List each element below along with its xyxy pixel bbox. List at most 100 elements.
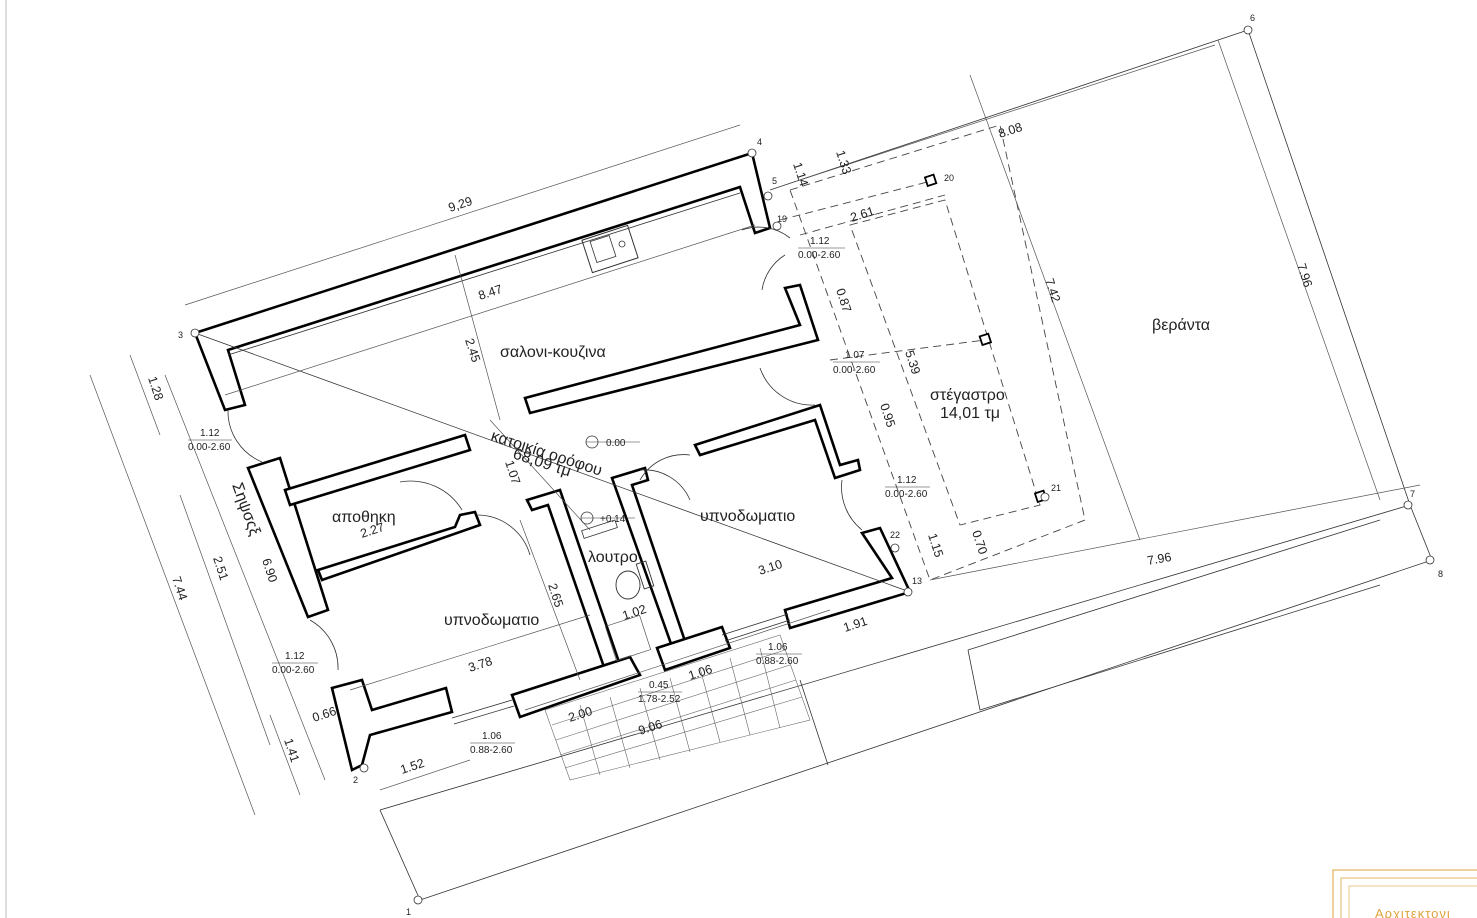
svg-text:22: 22 — [890, 530, 900, 540]
door-swings — [227, 226, 863, 671]
opening-label: 0.45 1.78-2.52 — [638, 680, 682, 705]
opening-label: 1.06 0.88-2.60 — [470, 731, 515, 756]
dim-shelter-top: 2.61 — [849, 204, 877, 225]
room-bedroom-right-label: υπνοδωματιο — [700, 508, 795, 525]
veranda-outline — [379, 29, 1433, 901]
svg-text:13: 13 — [912, 576, 922, 586]
svg-text:3: 3 — [178, 330, 183, 340]
level-bath: +0.14 — [600, 514, 626, 525]
survey-point: 21 — [1040, 483, 1061, 502]
dim-1-41: 1.41 — [281, 737, 302, 765]
svg-text:1.06: 1.06 — [482, 731, 502, 742]
svg-text:1.12: 1.12 — [200, 428, 220, 439]
svg-text:0.00-2.60: 0.00-2.60 — [188, 442, 231, 453]
front-stairs — [544, 634, 811, 781]
opening-label: 1.06 0.88-2.60 — [756, 642, 802, 667]
svg-text:21: 21 — [1051, 483, 1061, 493]
room-storage-label: αποθηκη — [332, 509, 396, 526]
survey-point: 19 — [772, 214, 787, 231]
survey-point: 2 — [353, 763, 369, 785]
dim-kitchen-depth: 2.45 — [462, 337, 483, 365]
dim-1-91: 1.91 — [842, 614, 870, 635]
room-bedroom-left-label: υπνοδωματιο — [444, 612, 539, 629]
svg-text:1.12: 1.12 — [897, 475, 917, 486]
svg-text:7: 7 — [1410, 489, 1415, 499]
svg-text:4: 4 — [757, 137, 762, 147]
building-walls — [193, 151, 912, 772]
dim-6-90: 6.90 — [259, 557, 280, 585]
dim-shelter-inner: 5.39 — [902, 349, 923, 377]
svg-text:0.88-2.60: 0.88-2.60 — [470, 745, 513, 756]
dim-shelter-outer: 7.42 — [1042, 277, 1063, 305]
svg-text:0.00-2.60: 0.00-2.60 — [272, 665, 315, 676]
opening-label: 1.12 0.00-2.60 — [885, 475, 930, 500]
dim-3-78: 3.78 — [467, 654, 495, 675]
dim-3-10: 3.10 — [757, 557, 785, 578]
svg-text:0.45: 0.45 — [649, 680, 669, 691]
dim-top-length: 9,29 — [447, 194, 475, 215]
level-main: 0.00 — [606, 438, 626, 449]
svg-text:8: 8 — [1438, 569, 1443, 579]
survey-point: 6 — [1243, 13, 1255, 35]
title-block: Αρχιτεκτονι — [1332, 869, 1477, 918]
dim-veranda-side: 7.96 — [1294, 262, 1315, 290]
dim-7-44: 7.44 — [169, 575, 190, 603]
survey-point: 5 — [763, 176, 777, 201]
dim-0-70: 0.70 — [969, 529, 990, 557]
room-living-kitchen-label: σαλονι-κουζινα — [500, 344, 606, 361]
svg-text:6: 6 — [1250, 13, 1255, 23]
svg-text:1: 1 — [406, 907, 411, 917]
dim-0-95: 0.95 — [877, 402, 898, 430]
opening-label: 1.12 0.00-2.60 — [272, 651, 318, 676]
dim-1-02: 1.02 — [621, 602, 649, 623]
svg-text:20: 20 — [944, 173, 954, 183]
survey-point: 3 — [178, 328, 200, 340]
dim-2-00: 2.00 — [567, 704, 595, 725]
shelter-label: στέγαστρο — [930, 387, 1005, 404]
survey-point: 1 — [406, 895, 423, 917]
dim-1-14: 1.14 — [790, 161, 811, 189]
shelter-frame — [779, 124, 1086, 581]
dim-veranda-bottom: 7.96 — [1146, 550, 1172, 568]
shelter-area: 14,01 τμ — [940, 405, 1000, 422]
dim-veranda-top: 8.08 — [997, 120, 1025, 141]
opening-label: 1.12 0.00-2.60 — [188, 428, 232, 453]
svg-text:1.06: 1.06 — [768, 642, 788, 653]
dimension-lines — [89, 39, 1421, 816]
survey-point: 13 — [903, 576, 922, 597]
dim-1-28: 1.28 — [145, 375, 166, 403]
dim-0-87: 0.87 — [833, 287, 854, 315]
survey-point: 4 — [747, 137, 762, 158]
svg-text:0.00-2.60: 0.00-2.60 — [885, 489, 928, 500]
dim-1-15: 1.15 — [925, 532, 946, 560]
dim-9-06: 9.06 — [637, 717, 665, 738]
survey-point: 20 — [944, 173, 954, 183]
svg-text:1.12: 1.12 — [285, 651, 305, 662]
title-block-text: Αρχιτεκτονι — [1375, 906, 1451, 918]
level-markers — [580, 435, 640, 525]
svg-text:0.00-2.60: 0.00-2.60 — [833, 365, 876, 376]
survey-point: 7 — [1403, 489, 1415, 510]
dim-2-51: 2.51 — [210, 555, 231, 583]
dim-1-52: 1.52 — [399, 756, 427, 777]
svg-text:1.12: 1.12 — [810, 236, 830, 247]
opening-label: 1.12 0.00-2.60 — [798, 236, 845, 261]
survey-point: 8 — [1425, 555, 1443, 579]
svg-text:1.07: 1.07 — [845, 350, 865, 361]
dim-2-65: 2.65 — [545, 582, 566, 610]
dim-0-66: 0.66 — [311, 704, 339, 725]
svg-text:0.88-2.60: 0.88-2.60 — [756, 656, 799, 667]
dim-kitchen-length: 8.47 — [477, 282, 505, 303]
svg-text:2: 2 — [353, 775, 358, 785]
svg-text:1.78-2.52: 1.78-2.52 — [638, 694, 681, 705]
svg-text:19: 19 — [777, 214, 787, 224]
veranda-label: βεράντα — [1152, 317, 1210, 334]
room-bathroom-label: λουτρο — [588, 549, 638, 566]
survey-point: 22 — [890, 530, 900, 553]
opening-label: 1.07 0.00-2.60 — [833, 350, 880, 376]
dim-1-06: 1.06 — [687, 662, 715, 683]
svg-text:0.00-2.60: 0.00-2.60 — [798, 250, 841, 261]
dim-1-33: 1.33 — [833, 149, 854, 177]
svg-text:5: 5 — [772, 176, 777, 186]
